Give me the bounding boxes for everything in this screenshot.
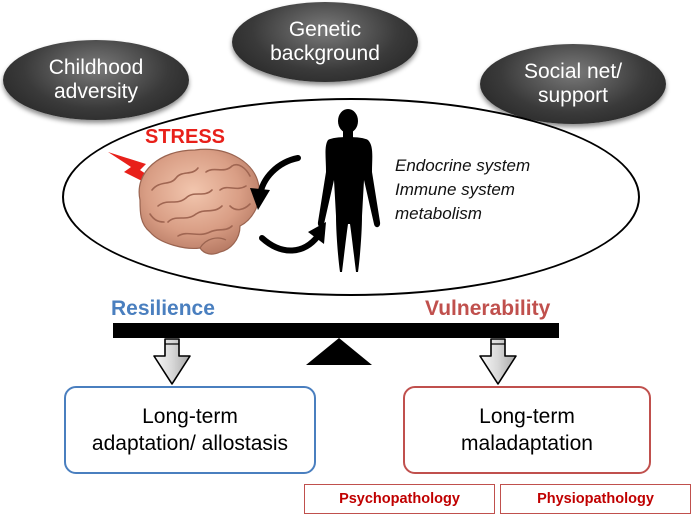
- physiopathology-tag: Physiopathology: [500, 484, 691, 514]
- vulnerability-label: Vulnerability: [425, 297, 551, 320]
- factor-label: Social net/ support: [523, 60, 623, 107]
- system-metabolism: metabolism: [395, 204, 482, 223]
- feedback-arrows-icon: [250, 155, 326, 254]
- outcome-adaptation-text: Long-term adaptation/ allostasis: [91, 405, 289, 455]
- factor-genetic-background: Genetic background: [232, 2, 418, 82]
- outcome-maladaptation-box: Long-term maladaptation: [403, 386, 651, 474]
- left-down-arrow-icon: [153, 338, 191, 385]
- system-endocrine: Endocrine system: [395, 156, 531, 175]
- fulcrum-icon: [306, 338, 372, 365]
- resilience-label: Resilience: [111, 297, 215, 320]
- factor-childhood-adversity: Childhood adversity: [3, 40, 189, 120]
- outcome-maladaptation-text: Long-term maladaptation: [461, 405, 593, 455]
- brain-icon: [138, 148, 261, 255]
- body-systems-list: Endocrine system Immune system metabolis…: [395, 154, 530, 226]
- human-body-icon: [317, 109, 381, 272]
- factor-label: Genetic background: [270, 18, 380, 65]
- factor-social-support: Social net/ support: [480, 44, 666, 124]
- right-down-arrow-icon: [479, 338, 517, 385]
- balance-beam: [113, 323, 559, 338]
- stress-label: STRESS: [145, 126, 226, 148]
- outcome-adaptation-box: Long-term adaptation/ allostasis: [64, 386, 316, 474]
- system-immune: Immune system: [395, 180, 515, 199]
- psychopathology-tag: Psychopathology: [304, 484, 495, 514]
- factor-label: Childhood adversity: [48, 56, 144, 103]
